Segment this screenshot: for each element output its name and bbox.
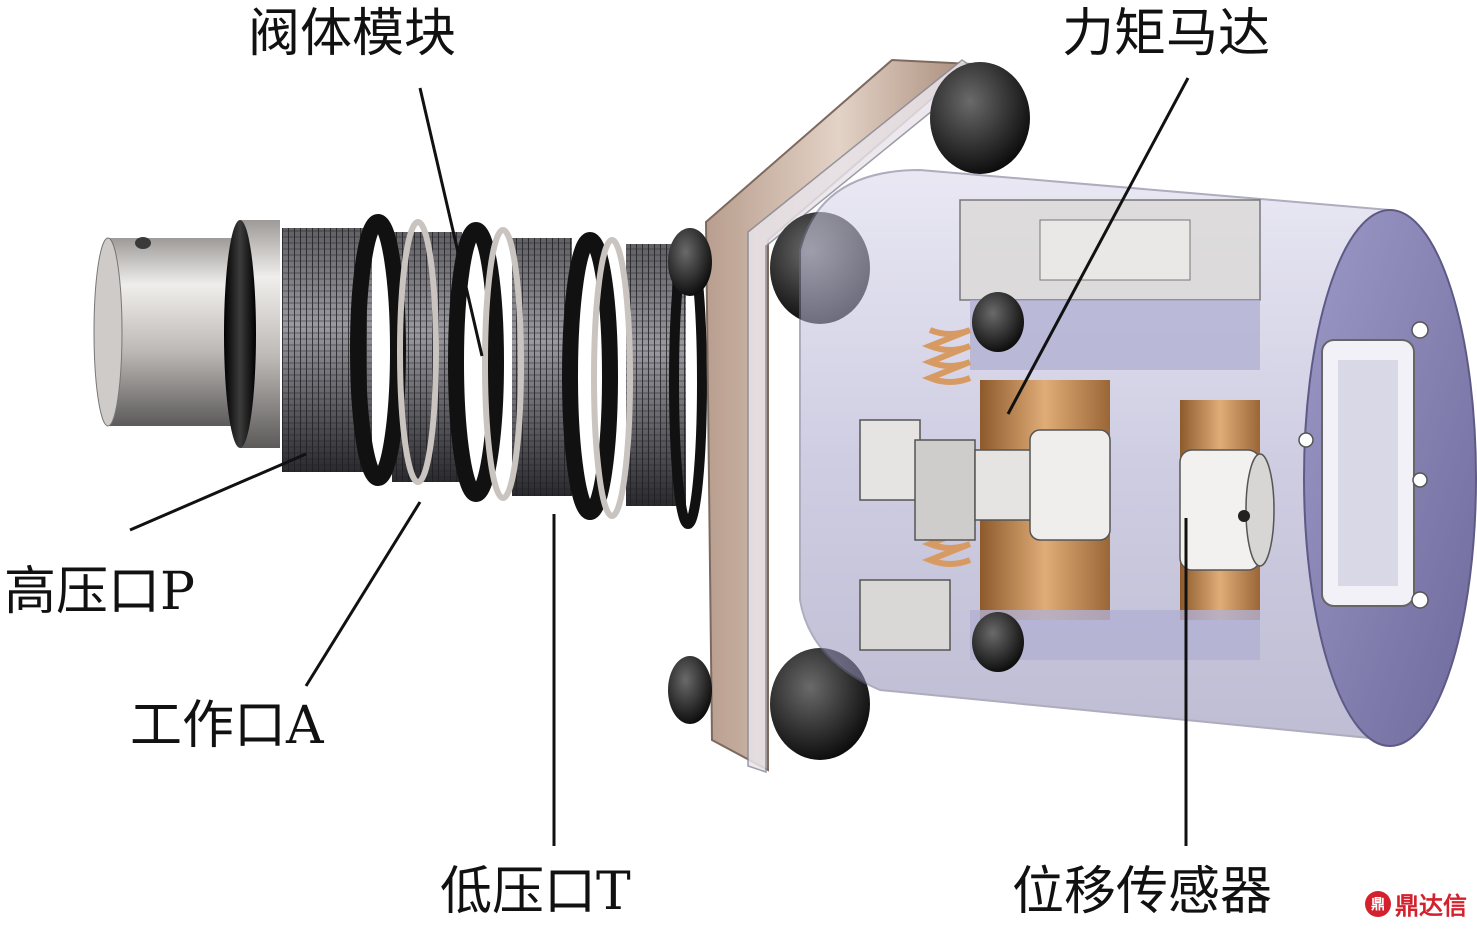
valve-body-module — [224, 214, 707, 529]
leader-line-high-pressure — [129, 452, 307, 532]
label-displacement-sensor: 位移传感器 — [1012, 862, 1273, 922]
leader-line-work-port — [304, 501, 422, 687]
leader-lines — [129, 77, 1190, 846]
displacement-sensor — [1179, 449, 1275, 571]
o-rings — [350, 214, 707, 529]
label-high-pressure-port: 高压口P — [4, 562, 195, 622]
leader-line-valve-body — [418, 87, 484, 357]
label-torque-motor: 力矩马达 — [1062, 4, 1271, 64]
armature-assembly — [859, 419, 1111, 651]
logo-icon: 鼎 — [1365, 890, 1391, 917]
leader-line-torque-motor — [1006, 77, 1190, 415]
watermark-text: 鼎达信 — [1395, 892, 1467, 920]
label-valve-body: 阀体模块 — [248, 4, 457, 64]
label-low-pressure-port: 低压口T — [440, 862, 631, 922]
mounting-flange — [704, 58, 982, 774]
watermark: 鼎 鼎达信 — [1365, 886, 1467, 921]
label-work-port: 工作口A — [130, 696, 324, 756]
